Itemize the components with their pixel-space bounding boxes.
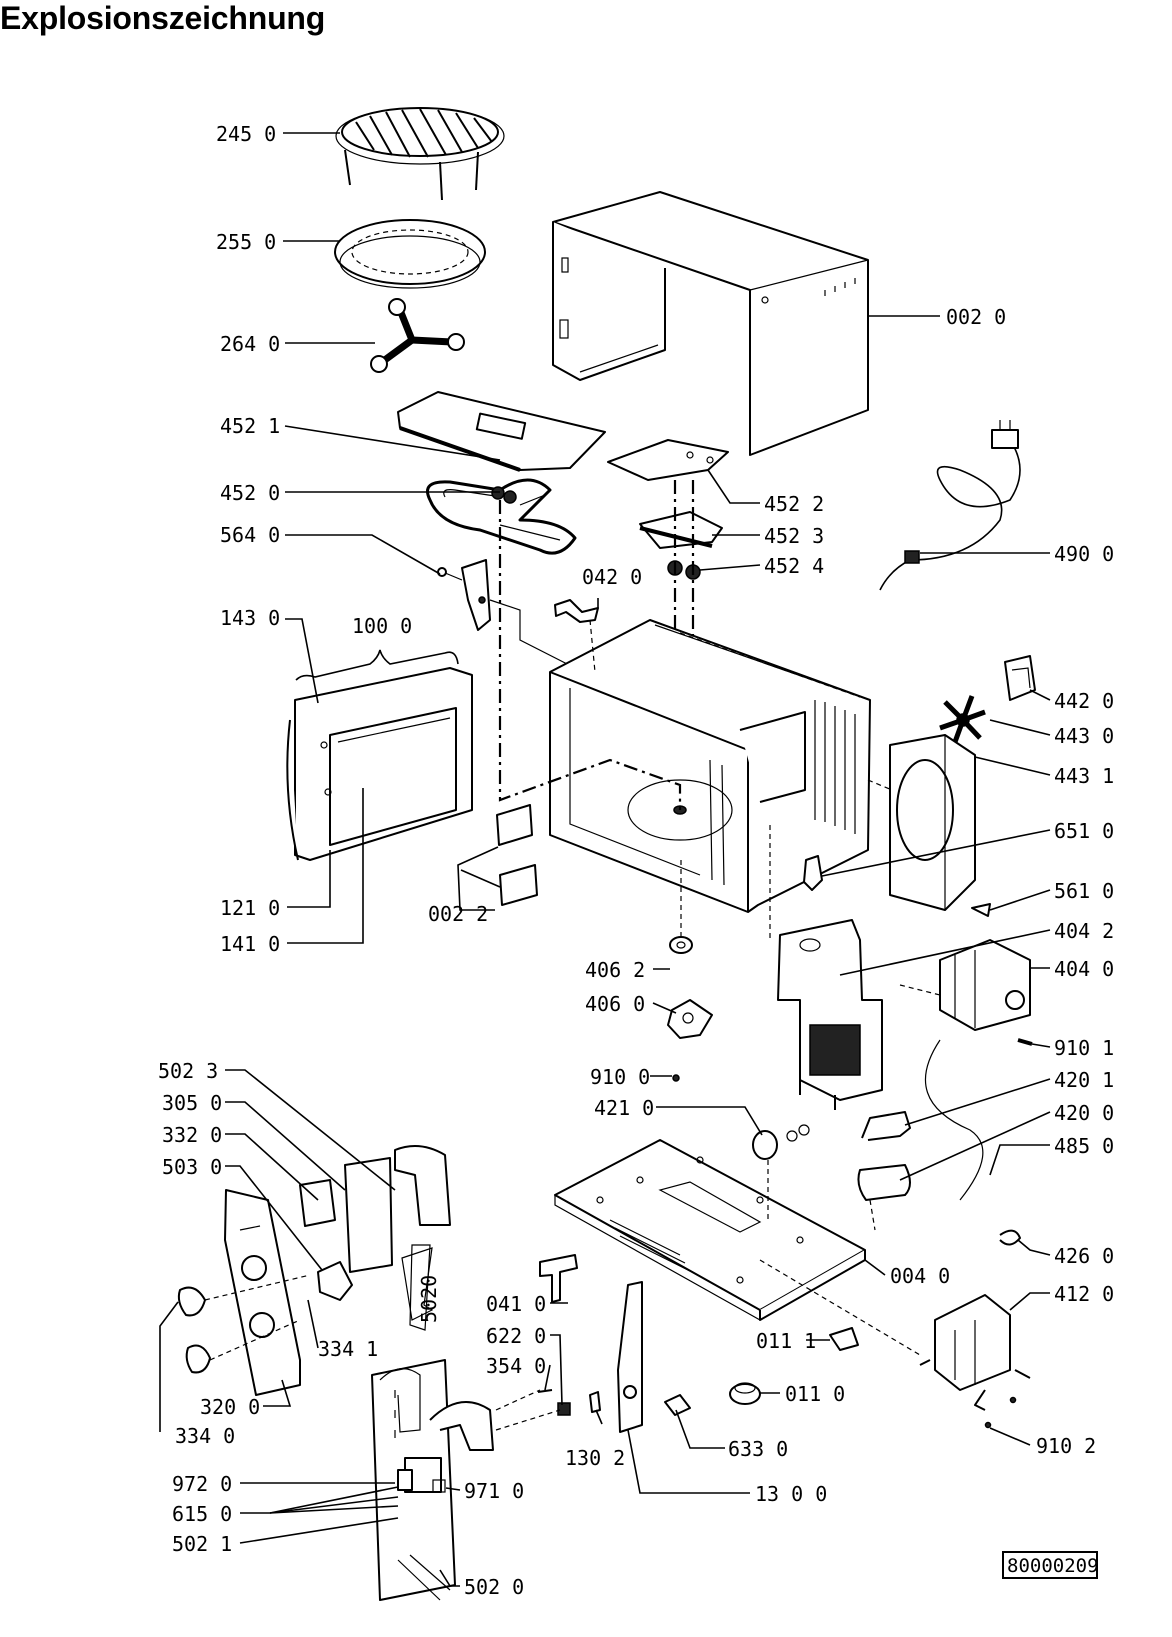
label-2640: 264 0 [220, 332, 280, 356]
label-0410: 041 0 [486, 1292, 546, 1316]
label-5020: 502 0 [464, 1575, 524, 1599]
label-9710: 971 0 [464, 1479, 524, 1503]
label-9720: 972 0 [172, 1472, 232, 1496]
heating-element-drawing [426, 478, 577, 555]
label-9102: 910 2 [1036, 1434, 1096, 1458]
base-plate-drawing [554, 1139, 866, 1321]
label-5640: 564 0 [220, 523, 280, 547]
label-6330: 633 0 [728, 1437, 788, 1461]
leader-lines [159, 132, 1051, 1587]
label-4420: 442 0 [1054, 689, 1114, 713]
label-4900: 490 0 [1054, 542, 1114, 566]
label-4850: 485 0 [1054, 1134, 1114, 1158]
label-4522: 452 2 [764, 492, 824, 516]
label-2450: 245 0 [216, 122, 276, 146]
transformer-drawing [919, 1294, 1031, 1429]
label-0020: 002 0 [946, 305, 1006, 329]
label-4201: 420 1 [1054, 1068, 1114, 1092]
label-3320: 332 0 [162, 1123, 222, 1147]
capacitor-assembly-drawing [752, 1039, 984, 1201]
magnetron-drawing [939, 939, 1033, 1046]
mica-plates-drawing [496, 804, 538, 906]
label-1300: 13 0 0 [755, 1482, 827, 1506]
magnetron-bracket-drawing [777, 903, 991, 1110]
label-4062: 406 2 [585, 958, 645, 982]
label-0040: 004 0 [890, 1264, 950, 1288]
label-6510: 651 0 [1054, 819, 1114, 843]
label-4260: 426 0 [1054, 1244, 1114, 1268]
lamp-drawing [803, 855, 823, 891]
label-3050: 305 0 [162, 1091, 222, 1115]
dashed-guides [204, 619, 941, 1431]
control-panel-drawing [177, 1145, 451, 1396]
label-0111: 011 1 [756, 1329, 816, 1353]
fan-assembly-drawing [889, 655, 1036, 911]
label-5023: 502 3 [158, 1059, 218, 1083]
clip-drawing [554, 599, 599, 623]
document-code: 80000209 [1007, 1555, 1099, 1577]
door-drawing [286, 667, 473, 861]
door-lock-drawing [589, 1281, 691, 1433]
label-5610: 561 0 [1054, 879, 1114, 903]
label-0420: 042 0 [582, 565, 642, 589]
label-2550: 255 0 [216, 230, 276, 254]
label-4521: 452 1 [220, 414, 280, 438]
feet-drawing [729, 1327, 859, 1405]
page-title: Explosionszeichnung [0, 0, 326, 36]
fuse-parts-drawing [537, 1389, 571, 1416]
label-1210: 121 0 [220, 896, 280, 920]
glass-plate-drawing [334, 219, 486, 289]
oven-cavity-drawing [549, 619, 871, 913]
label-4431: 443 1 [1054, 764, 1114, 788]
control-board-drawing [371, 1359, 494, 1601]
mica-bracket-drawing [607, 439, 729, 690]
label-4060: 406 0 [585, 992, 645, 1016]
label-5020-vertical: 5020 [417, 1275, 441, 1323]
sensor-bracket-drawing [539, 1254, 578, 1303]
arrow-5020 [409, 1244, 431, 1331]
label-4200: 420 0 [1054, 1101, 1114, 1125]
power-cord-drawing [879, 420, 1021, 591]
label-0022: 002 2 [428, 902, 488, 926]
label-0110: 011 0 [785, 1382, 845, 1406]
grill-rack-drawing [335, 107, 505, 201]
label-5030: 503 0 [162, 1155, 222, 1179]
label-3340: 334 0 [175, 1424, 235, 1448]
label-4524: 452 4 [764, 554, 824, 578]
label-1000: 100 0 [352, 614, 412, 638]
outer-casing-drawing [552, 191, 869, 456]
part-labels: 245 0 255 0 264 0 452 1 452 0 564 0 143 … [158, 122, 1114, 1599]
roller-support-drawing [370, 298, 465, 373]
label-4042: 404 2 [1054, 919, 1114, 943]
label-6150: 615 0 [172, 1502, 232, 1526]
label-4120: 412 0 [1054, 1282, 1114, 1306]
label-9101: 910 1 [1054, 1036, 1114, 1060]
label-1430: 143 0 [220, 606, 280, 630]
label-4210: 421 0 [594, 1096, 654, 1120]
label-4430: 443 0 [1054, 724, 1114, 748]
label-6220: 622 0 [486, 1324, 546, 1348]
label-1410: 141 0 [220, 932, 280, 956]
label-4520: 452 0 [220, 481, 280, 505]
label-5021: 502 1 [172, 1532, 232, 1556]
thermostat-bracket-drawing [437, 559, 576, 669]
assembly-line-drawing [498, 500, 682, 810]
label-3540: 354 0 [486, 1354, 546, 1378]
document-code-box: 80000209 [1002, 1551, 1099, 1579]
label-1302: 130 2 [565, 1446, 625, 1470]
cable-clip-drawing [999, 1229, 1021, 1246]
label-3341: 334 1 [318, 1337, 378, 1361]
label-4523: 452 3 [764, 524, 824, 548]
turntable-motor-drawing [667, 936, 713, 1082]
heater-cover-drawing [397, 391, 606, 472]
label-9100: 910 0 [590, 1065, 650, 1089]
label-3200: 320 0 [200, 1395, 260, 1419]
label-4040: 404 0 [1054, 957, 1114, 981]
